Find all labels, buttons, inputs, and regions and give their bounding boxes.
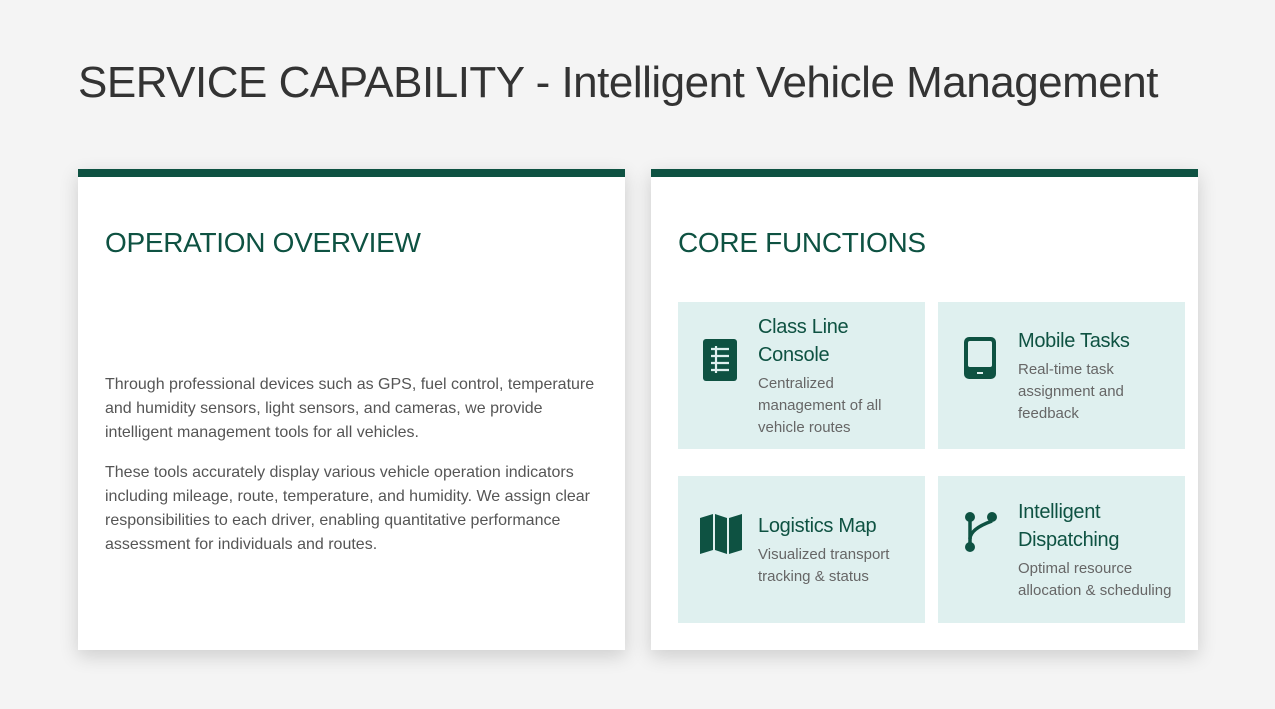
list-console-icon xyxy=(700,338,740,382)
card-logistics-map[interactable]: Logistics Map Visualized transport track… xyxy=(678,476,925,623)
card-description: Centralized management of all vehicle ro… xyxy=(758,374,882,436)
card-title: Intelligent Dispatching xyxy=(1018,500,1120,551)
card-mobile-tasks[interactable]: Mobile Tasks Real-time task assignment a… xyxy=(938,302,1185,449)
card-description: Visualized transport tracking & status xyxy=(758,545,890,585)
card-title: Mobile Tasks xyxy=(1018,329,1130,352)
card-title: Class Line Console xyxy=(758,315,849,366)
core-functions-panel: CORE FUNCTIONS Class Line Console Centra… xyxy=(651,169,1198,650)
core-functions-heading: CORE FUNCTIONS xyxy=(678,227,926,258)
tablet-icon xyxy=(960,336,1000,380)
overview-paragraph: Through professional devices such as GPS… xyxy=(105,376,595,441)
page-title: SERVICE CAPABILITY - Intelligent Vehicle… xyxy=(78,58,1158,107)
card-description: Optimal resource allocation & scheduling xyxy=(1018,559,1172,599)
card-intelligent-dispatching[interactable]: Intelligent Dispatching Optimal resource… xyxy=(938,476,1185,623)
operation-overview-panel: OPERATION OVERVIEW Through professional … xyxy=(78,169,625,650)
map-icon xyxy=(698,512,744,556)
operation-overview-heading: OPERATION OVERVIEW xyxy=(105,227,421,258)
overview-paragraph: These tools accurately display various v… xyxy=(105,464,590,553)
card-class-line-console[interactable]: Class Line Console Centralized managemen… xyxy=(678,302,925,449)
operation-overview-text: Through professional devices such as GPS… xyxy=(105,373,595,573)
card-description: Real-time task assignment and feedback xyxy=(1018,360,1124,422)
card-title: Logistics Map xyxy=(758,514,877,537)
branch-icon xyxy=(960,510,1000,554)
